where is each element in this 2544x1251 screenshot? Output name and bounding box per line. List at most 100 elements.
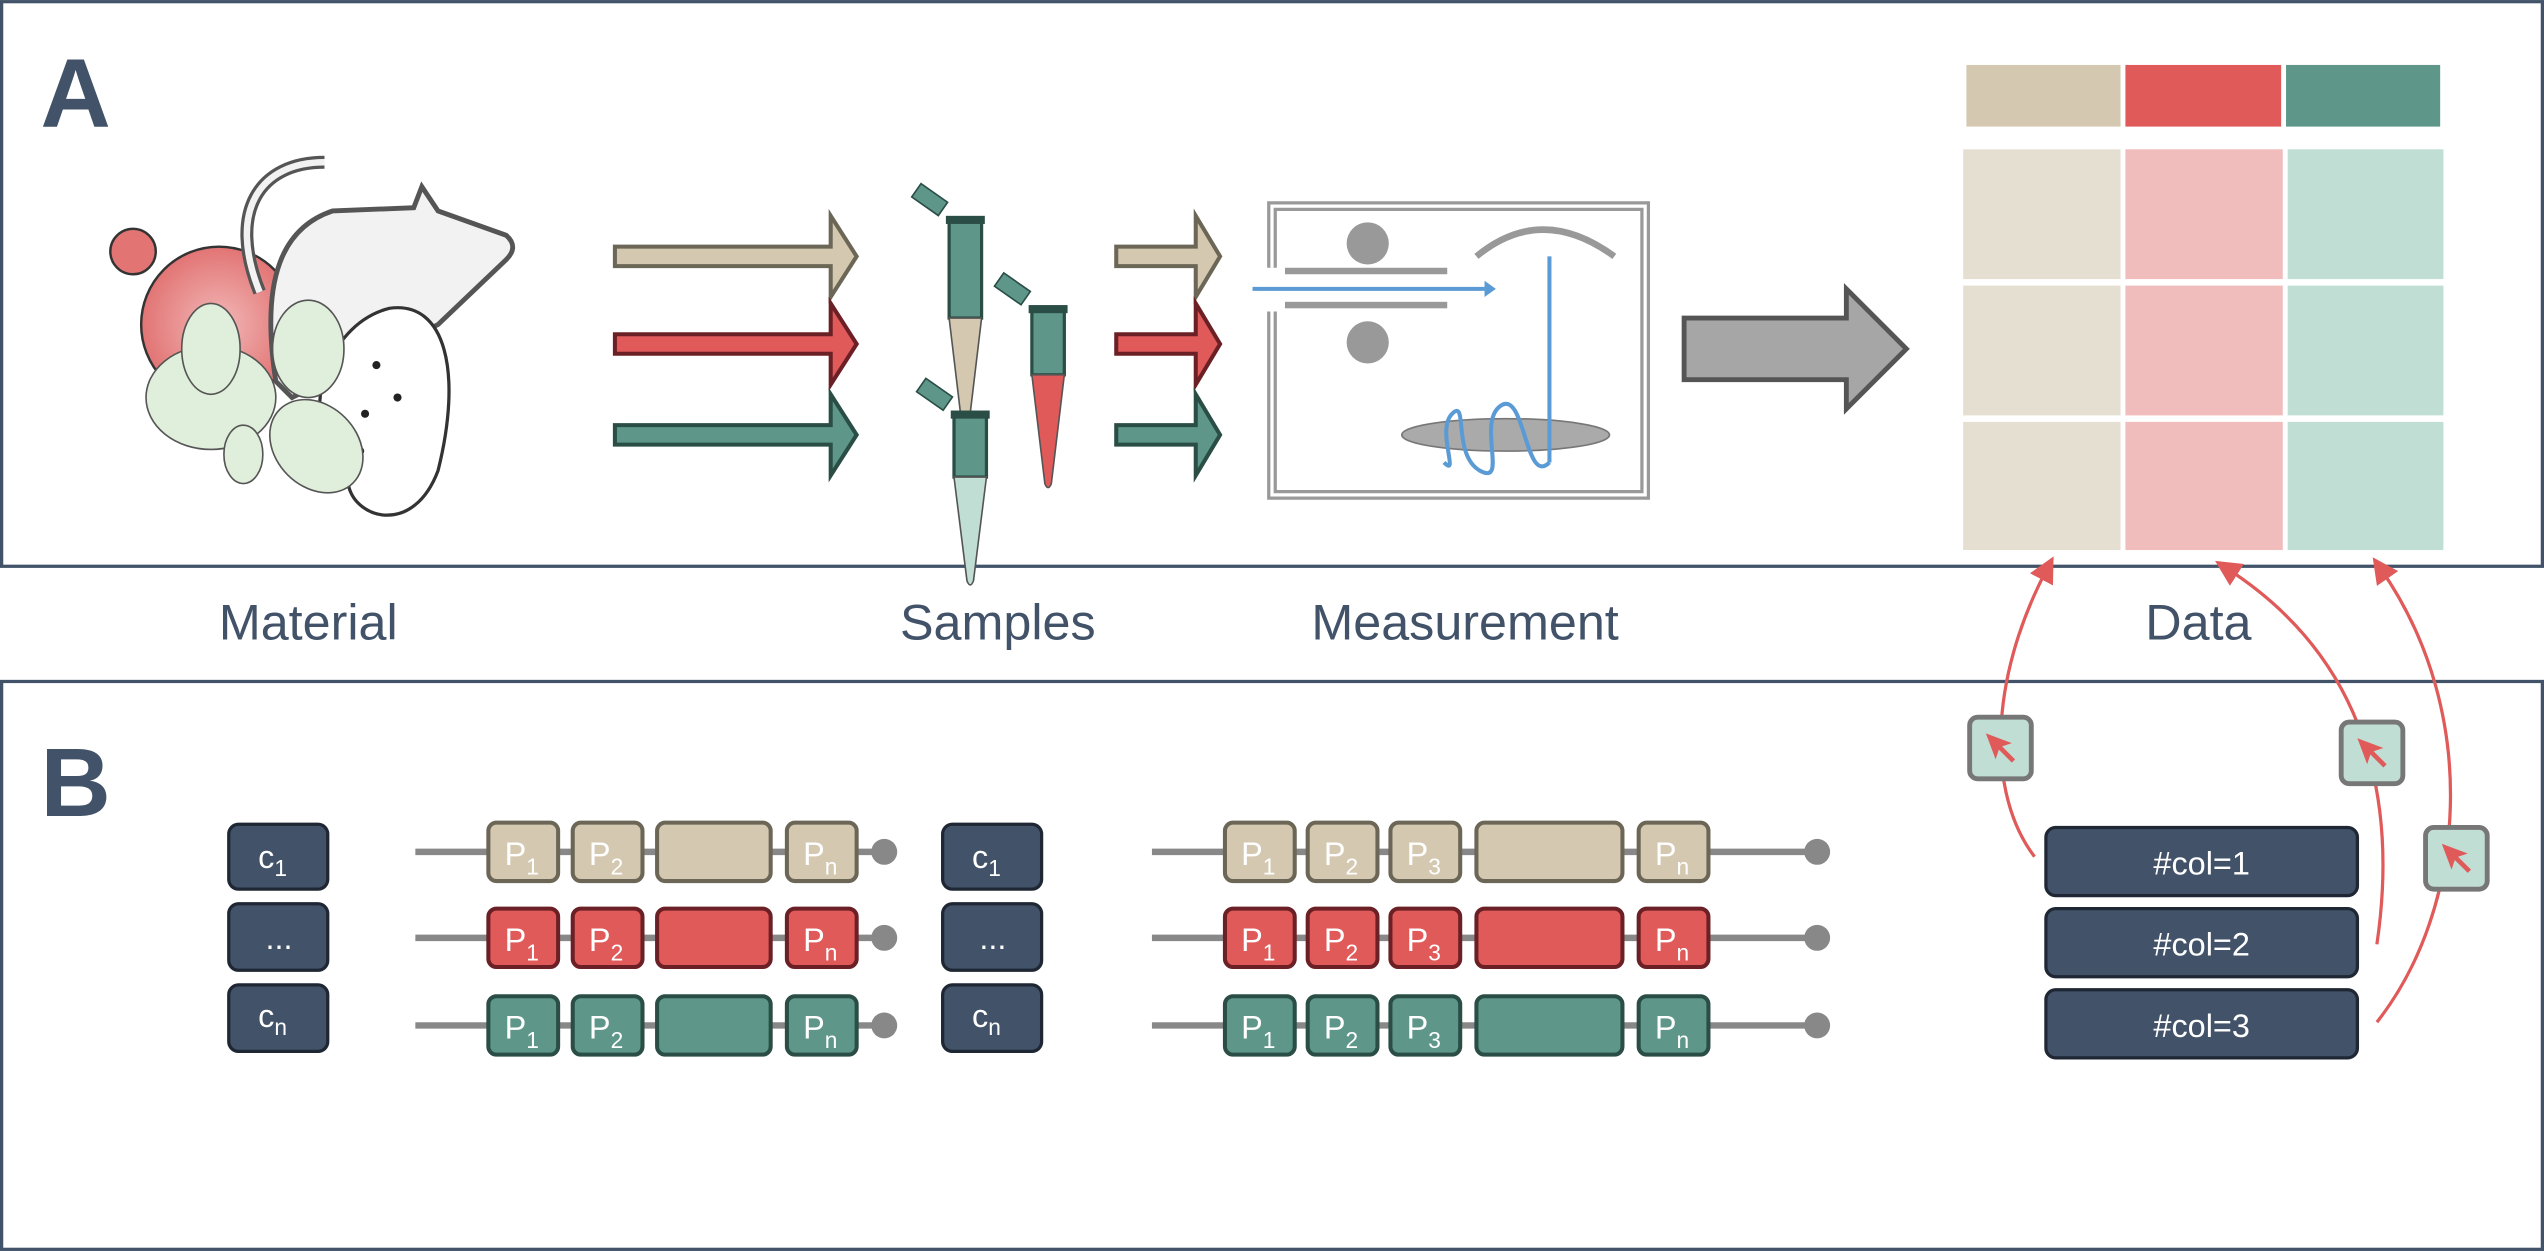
- parameter-block: [1636, 906, 1711, 970]
- panel-a-label: A: [41, 39, 111, 148]
- panel-b-label: B: [41, 728, 111, 837]
- parameter-subscript: n: [1677, 1027, 1690, 1053]
- process-block: [1474, 820, 1625, 884]
- parameter-subscript: 3: [1428, 1027, 1441, 1053]
- parameter-subscript: 2: [1346, 940, 1359, 966]
- parameter-subscript: 1: [526, 854, 539, 880]
- parameter-label: P: [505, 922, 527, 958]
- parameter-block: [1305, 906, 1380, 970]
- stage-label-measurement: Measurement: [1311, 593, 1618, 650]
- parameter-label: P: [1407, 1009, 1429, 1045]
- mass-spectrometer-illustration: [1252, 201, 1651, 500]
- svg-text:P2: P2: [589, 836, 623, 880]
- parameter-subscript: 2: [611, 854, 624, 880]
- condition-subscript: 1: [988, 855, 1001, 881]
- svg-text:Pn: Pn: [1655, 1009, 1689, 1053]
- svg-text:P1: P1: [505, 1009, 539, 1053]
- parameter-label: P: [1241, 836, 1263, 872]
- svg-text:c1: c1: [258, 839, 287, 881]
- svg-text:Pn: Pn: [803, 836, 837, 880]
- condition-label: c: [258, 998, 274, 1034]
- condition-label: ...: [979, 920, 1006, 956]
- flow-arrows-left: [612, 208, 860, 483]
- parameter-subscript: 1: [1263, 854, 1276, 880]
- big-arrow: [1681, 282, 1910, 415]
- condition-label: c: [258, 839, 274, 875]
- parameter-label: P: [1324, 1009, 1346, 1045]
- parameter-label: P: [803, 922, 825, 958]
- column-label: #col=1: [2153, 846, 2250, 882]
- chain-end-dot: [1804, 1012, 1831, 1039]
- parameter-label: P: [1655, 922, 1677, 958]
- panel-b-frame: [0, 679, 2544, 1251]
- parameter-block: [1222, 906, 1297, 970]
- svg-text:P1: P1: [1241, 922, 1275, 966]
- svg-text:cn: cn: [972, 998, 1001, 1040]
- flow-arrows-middle: [1114, 208, 1223, 483]
- svg-text:Pn: Pn: [1655, 922, 1689, 966]
- chain-end-dot: [1804, 838, 1831, 865]
- chain-end-dot: [1804, 924, 1831, 951]
- svg-text:P3: P3: [1407, 836, 1441, 880]
- parameter-label: P: [505, 1009, 527, 1045]
- parameter-subscript: n: [1677, 940, 1690, 966]
- svg-text:Pn: Pn: [803, 1009, 837, 1053]
- parameter-label: P: [803, 1009, 825, 1045]
- process-block: [1474, 994, 1625, 1057]
- condition-label: c: [972, 998, 988, 1034]
- parameter-subscript: n: [1677, 854, 1690, 880]
- svg-text:P2: P2: [589, 1009, 623, 1053]
- stage-label-samples: Samples: [900, 593, 1096, 650]
- parameter-block: [1305, 820, 1380, 884]
- parameter-block: [1636, 820, 1711, 884]
- process-block: [655, 906, 773, 970]
- parameter-label: P: [589, 1009, 611, 1045]
- svg-text:P1: P1: [505, 922, 539, 966]
- parameter-label: P: [1241, 922, 1263, 958]
- parameter-block: [486, 994, 561, 1057]
- svg-text:cn: cn: [258, 998, 287, 1040]
- svg-text:c1: c1: [972, 839, 1001, 881]
- parameter-subscript: 1: [1263, 940, 1276, 966]
- condition-subscript: n: [988, 1014, 1001, 1040]
- chain-short: P 1 P2 Pn: [415, 820, 898, 884]
- svg-text:P3: P3: [1407, 1009, 1441, 1053]
- parameter-block: [1388, 820, 1463, 884]
- sample-tubes: [910, 182, 1068, 586]
- parameter-label: P: [1407, 922, 1429, 958]
- stage-label-material: Material: [219, 593, 398, 650]
- parameter-label: P: [1241, 1009, 1263, 1045]
- parameter-subscript: 2: [611, 940, 624, 966]
- svg-text:P3: P3: [1407, 922, 1441, 966]
- parameter-label: P: [1324, 922, 1346, 958]
- svg-text:Pn: Pn: [803, 922, 837, 966]
- parameter-block: [784, 820, 859, 884]
- parameter-label: P: [1655, 1009, 1677, 1045]
- condition-boxes-right: c1 ... cn: [941, 822, 1044, 1054]
- parameter-subscript: n: [825, 854, 838, 880]
- chain-end-dot: [871, 924, 898, 951]
- parameter-subscript: 1: [526, 1027, 539, 1053]
- svg-text:P2: P2: [589, 922, 623, 966]
- parameter-subscript: 2: [611, 1027, 624, 1053]
- parameter-label: P: [589, 836, 611, 872]
- process-block: [1474, 906, 1625, 970]
- stage-label-data: Data: [2145, 593, 2251, 650]
- parameter-subscript: 1: [526, 940, 539, 966]
- condition-label: c: [972, 839, 988, 875]
- parameter-label: P: [589, 922, 611, 958]
- column-label: #col=2: [2153, 927, 2250, 963]
- condition-subscript: n: [274, 1014, 287, 1040]
- svg-text:P2: P2: [1324, 922, 1358, 966]
- data-table: [1963, 64, 2444, 551]
- svg-text:P2: P2: [1324, 1009, 1358, 1053]
- parameter-block: [1388, 994, 1463, 1057]
- svg-text:P1: P1: [1241, 1009, 1275, 1053]
